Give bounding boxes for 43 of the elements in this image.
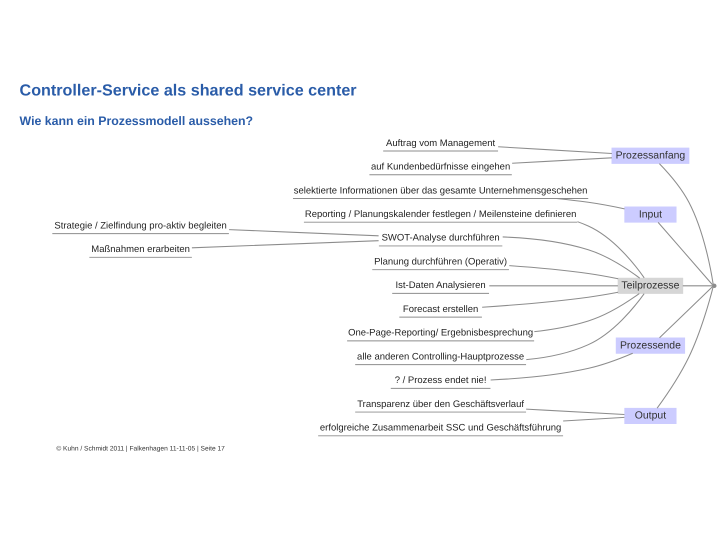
node-text: erfolgreiche Zusammenarbeit SSC und Geschäftsführung — [320, 422, 562, 434]
node-text: Reporting / Planungskalender festlegen / Meilensteine definieren — [304, 208, 576, 220]
connector — [192, 240, 379, 248]
connector — [490, 352, 633, 380]
connector — [658, 222, 714, 286]
node-box: Teilprozesse — [618, 278, 684, 294]
node-text: auf Kundenbedürfnisse eingehen — [371, 162, 510, 173]
connector — [498, 146, 612, 154]
connector — [482, 292, 618, 308]
connector — [502, 236, 640, 279]
node-text: Forecast erstellen — [402, 304, 478, 315]
connector — [534, 293, 640, 332]
node-text: Transparenz über den Geschäftsverlauf — [357, 398, 524, 410]
connector — [489, 285, 618, 286]
node-box: Output — [624, 408, 677, 424]
node-text: selektierte Informationen über das gesamte Unternehmensgeschehen — [294, 185, 588, 196]
node-box: Prozessende — [616, 338, 686, 354]
node-text: ? / Prozess endet nie! — [394, 375, 486, 386]
connector — [229, 229, 379, 236]
node-box: Input — [624, 206, 677, 223]
connector — [563, 416, 624, 422]
connector — [526, 293, 645, 360]
node-text: One-Page-Reporting/ Ergebnisbesprechung — [348, 328, 534, 339]
connector — [577, 221, 645, 278]
connector — [556, 198, 625, 210]
node-box: Prozessanfang — [612, 148, 690, 164]
connector — [659, 286, 714, 338]
node-point — [712, 284, 716, 288]
node-text: alle anderen Controlling-Hauptprozesse — [357, 351, 524, 362]
node-text: Maßnahmen erarbeiten — [91, 244, 190, 256]
connector — [509, 265, 618, 280]
connector — [682, 285, 712, 286]
label: Wie kann ein Prozessmodell aussehen? — [20, 114, 254, 128]
node-text: Planung durchführen (Operativ) — [374, 256, 508, 268]
node-text: Ist-Daten Analysieren — [396, 280, 486, 292]
node-text: Strategie / Zielfindung pro-aktiv begleiten — [54, 220, 227, 232]
node-text: SWOT-Analyse durchführen — [382, 232, 500, 244]
connector — [512, 157, 612, 164]
node-text: Auftrag vom Management — [386, 138, 496, 149]
connector — [526, 408, 624, 416]
diagram-title: Controller-Service als shared service center — [20, 82, 357, 100]
connector — [656, 287, 714, 409]
connector — [659, 163, 714, 284]
